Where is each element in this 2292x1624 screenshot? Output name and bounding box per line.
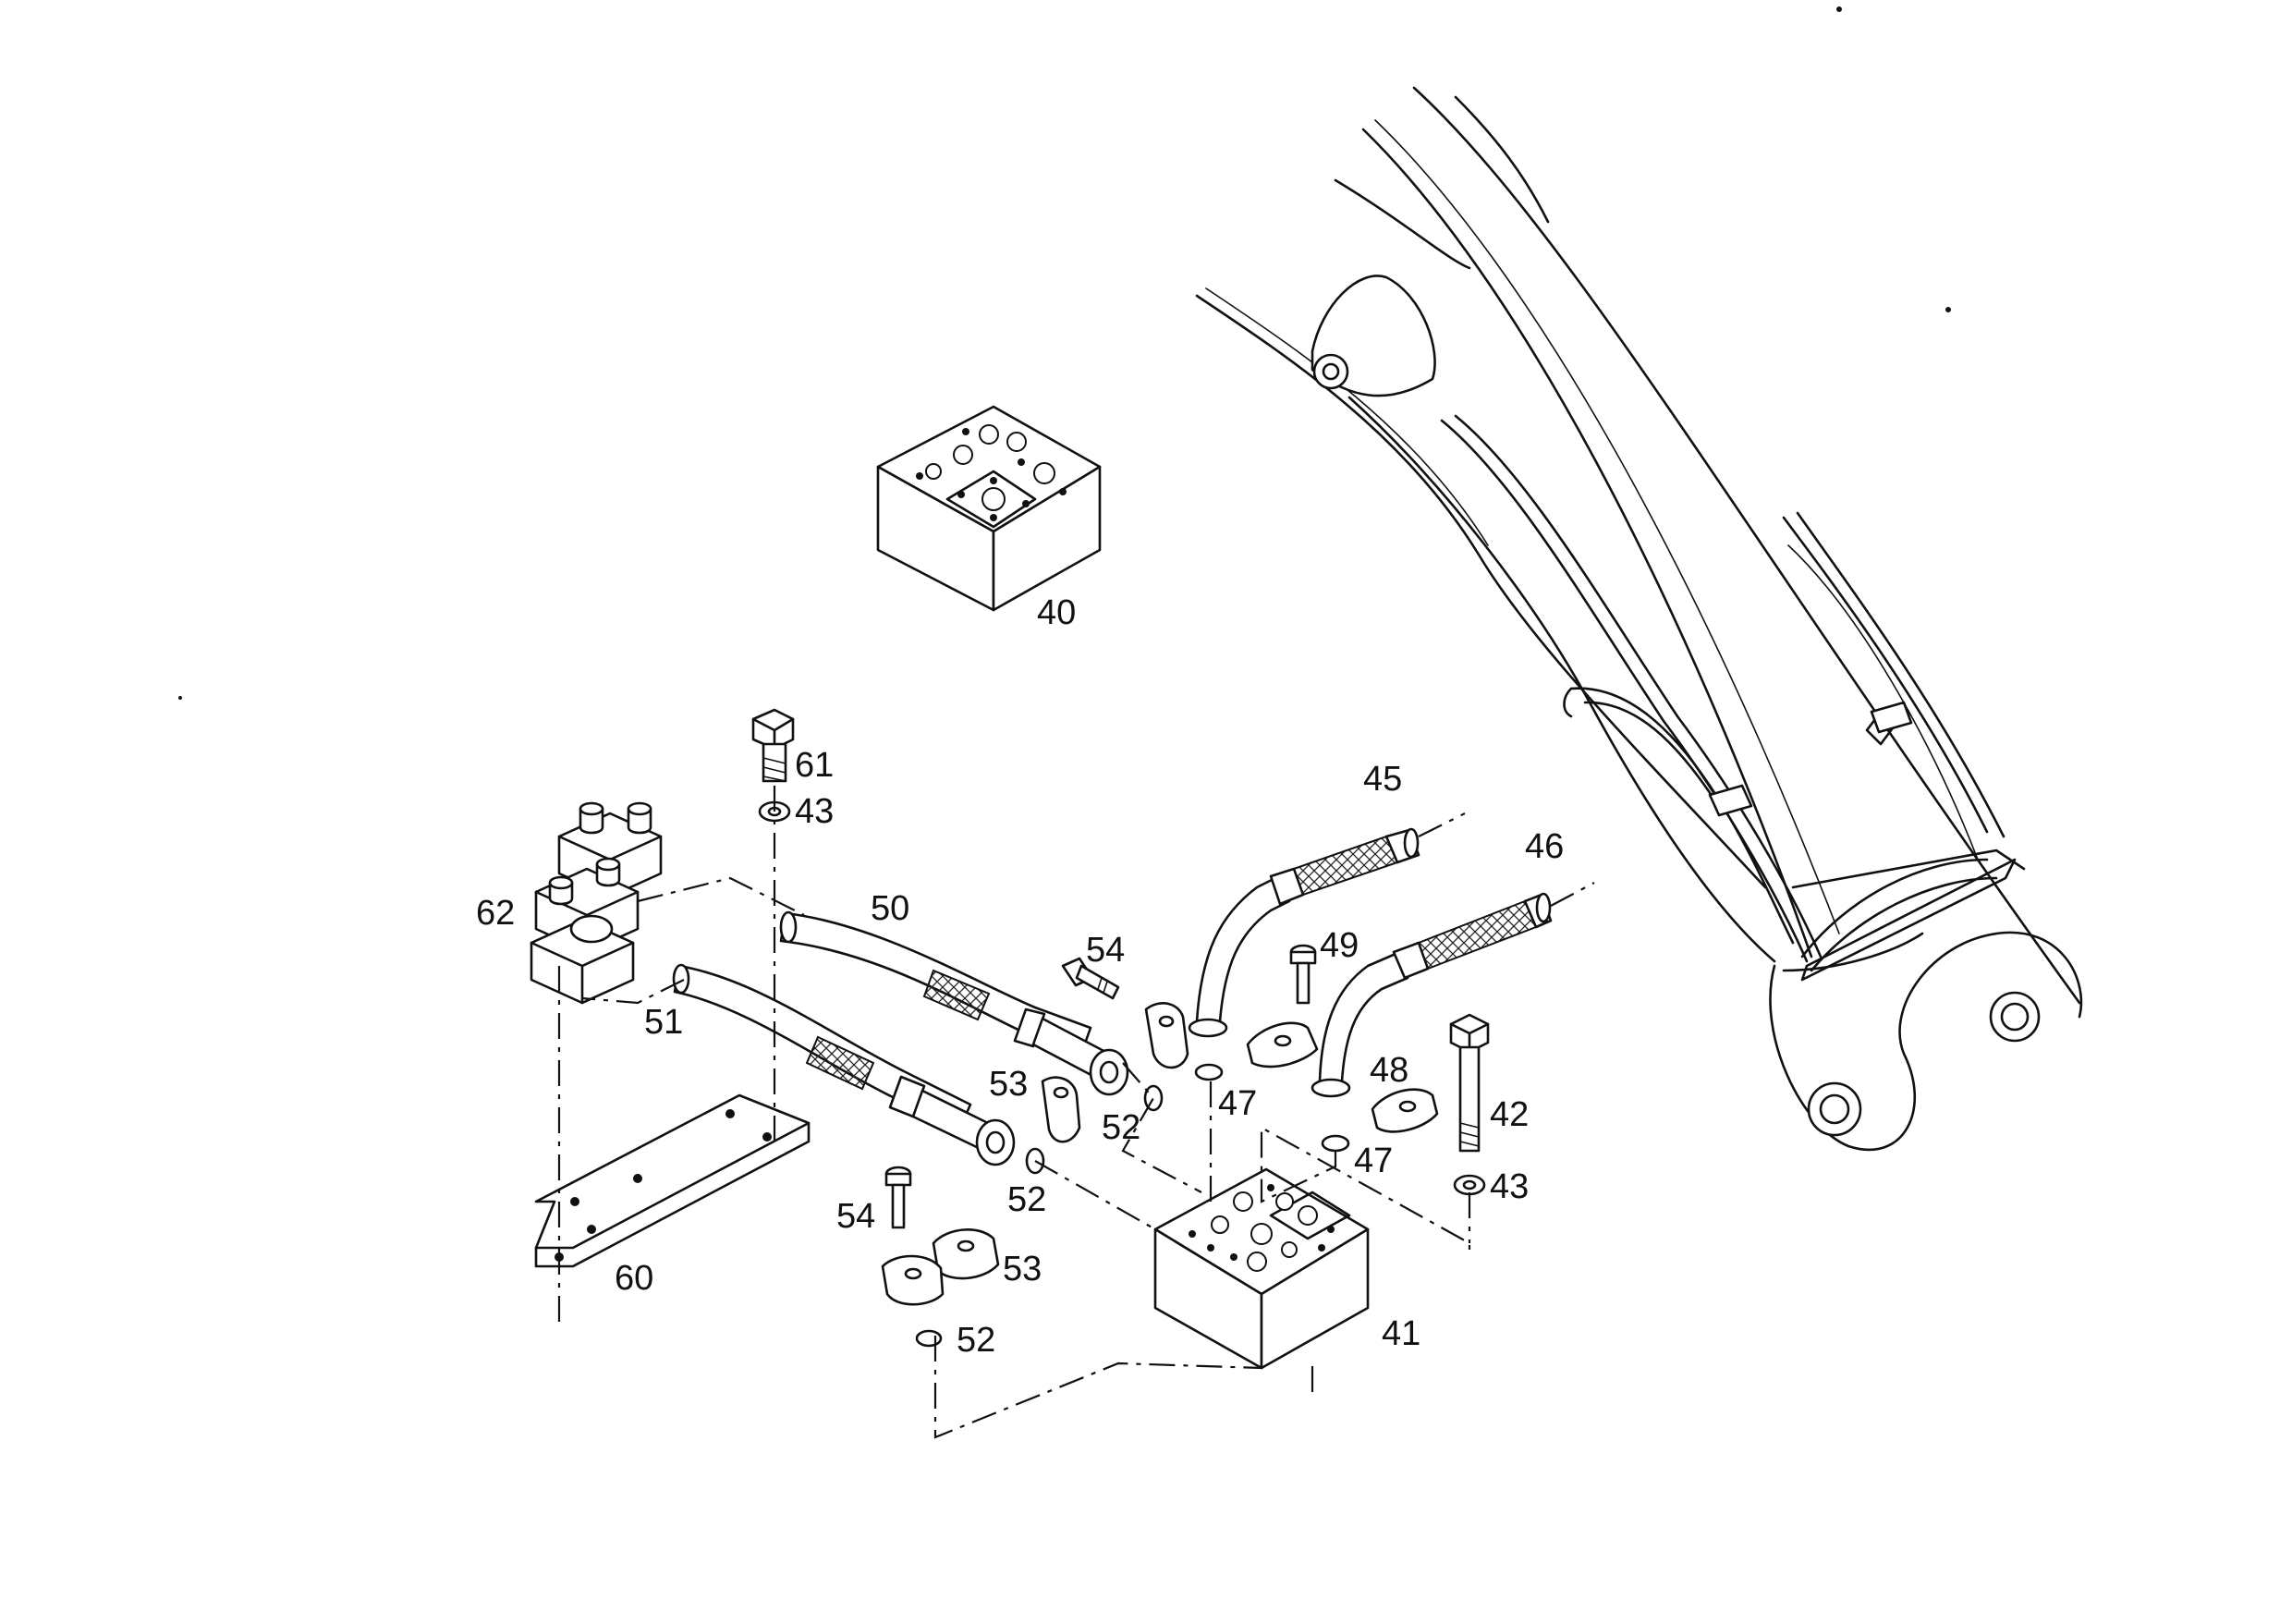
callout-49: 49 xyxy=(1320,926,1359,965)
callout-41: 41 xyxy=(1382,1314,1420,1353)
bolt-61 xyxy=(751,708,795,783)
callout-42: 42 xyxy=(1490,1095,1529,1134)
callout-45: 45 xyxy=(1363,760,1402,799)
callout-40: 40 xyxy=(1037,593,1076,632)
hose-50 xyxy=(779,910,1129,1096)
flange-half-53-upper-b xyxy=(1041,1076,1081,1143)
bolt-42 xyxy=(1449,1013,1490,1153)
callout-53-lower: 53 xyxy=(1003,1250,1042,1288)
flange-half-53-upper-a xyxy=(1144,1002,1189,1069)
flange-half-49 xyxy=(1246,1021,1319,1068)
boom-arm xyxy=(1195,86,2083,1152)
callout-labels: 40 41 42 43 43 45 46 47 47 48 49 50 51 5… xyxy=(476,593,1564,1360)
flange-half-48 xyxy=(1371,1088,1439,1133)
flange-half-53-lower-b xyxy=(881,1254,945,1306)
callout-52-upper: 52 xyxy=(1102,1108,1140,1147)
callout-52-middle: 52 xyxy=(1007,1180,1046,1219)
screw-54-upper xyxy=(1061,957,1120,1000)
callout-62: 62 xyxy=(476,894,515,933)
callout-61: 61 xyxy=(795,746,834,785)
assembly-lines xyxy=(557,786,1595,1439)
callout-54-upper: 54 xyxy=(1086,931,1125,970)
valve-block-40 xyxy=(876,405,1102,612)
mounting-plate-60 xyxy=(534,1093,811,1268)
screw-49 xyxy=(1289,944,1317,1005)
callout-46: 46 xyxy=(1525,827,1564,866)
callout-60: 60 xyxy=(615,1259,653,1298)
callout-47-left: 47 xyxy=(1218,1084,1257,1123)
callout-48: 48 xyxy=(1370,1051,1408,1090)
valve-block-41 xyxy=(1153,1167,1370,1370)
callout-54-lower: 54 xyxy=(836,1197,875,1236)
hose-46 xyxy=(1311,892,1553,1098)
washer-43-lower xyxy=(1453,1174,1486,1196)
callout-43-upper: 43 xyxy=(795,792,834,831)
hose-51 xyxy=(672,963,1016,1166)
callout-47-right: 47 xyxy=(1354,1142,1393,1180)
callout-43-lower: 43 xyxy=(1490,1167,1529,1206)
flange-half-53-lower-a xyxy=(932,1228,1000,1280)
callout-50: 50 xyxy=(871,889,909,928)
screw-54-lower xyxy=(884,1166,912,1229)
hose-45 xyxy=(1188,827,1420,1038)
callout-53-upper: 53 xyxy=(989,1065,1028,1104)
callout-51: 51 xyxy=(644,1003,683,1042)
clamp-62 xyxy=(530,801,663,1005)
callout-52-lower: 52 xyxy=(957,1321,995,1360)
